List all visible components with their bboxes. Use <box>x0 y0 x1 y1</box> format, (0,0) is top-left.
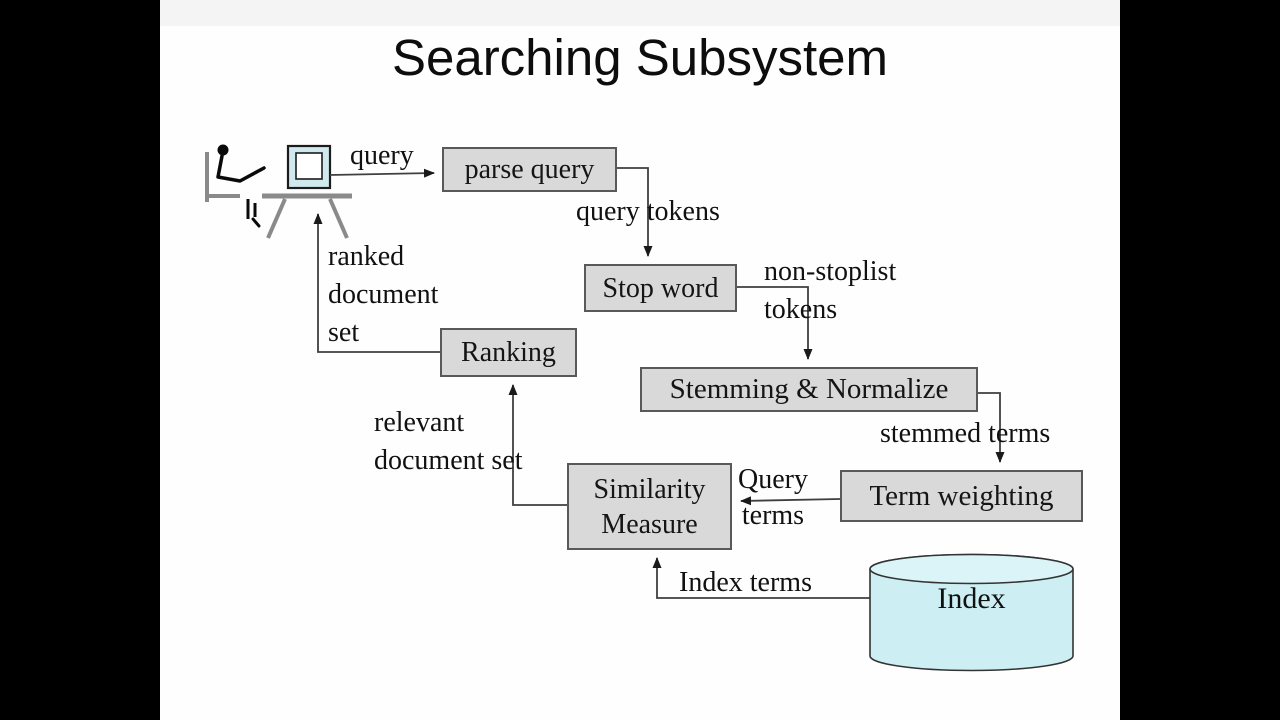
page-title: Searching Subsystem <box>391 29 889 86</box>
edge-label-ranked-document-set: ranked document set <box>328 241 439 348</box>
node-label: Term weighting <box>869 479 1054 512</box>
diagram-canvas <box>205 144 1074 672</box>
arrow-query <box>329 168 435 178</box>
letterbox-right <box>1120 0 1280 720</box>
node-label: Ranking <box>461 337 556 368</box>
arrow-index-terms <box>652 557 870 599</box>
edge-label-index-terms: Index terms <box>679 567 812 598</box>
arrow-query-terms <box>740 496 841 506</box>
slide: Searching Subsystem <box>160 0 1120 720</box>
edge-label-query-tokens: query tokens <box>576 196 720 227</box>
node-similarity-measure: Similarity Measure <box>567 463 732 550</box>
edge-label-relevant-document-set: relevant document set <box>374 407 523 476</box>
arrow-query-tokens <box>617 167 653 257</box>
node-index-label: Index <box>937 582 1006 615</box>
user-at-computer-icon <box>205 144 352 239</box>
arrow-ranked-docs <box>313 213 440 353</box>
node-ranking: Ranking <box>440 328 577 377</box>
edge-label-query-terms: Query terms <box>738 464 808 531</box>
node-label: parse query <box>464 154 595 185</box>
flow-arrows <box>313 167 1005 599</box>
monitor-icon <box>286 144 332 190</box>
arrow-non-stoplist <box>737 286 813 360</box>
slide-top-band <box>160 0 1120 26</box>
node-stop-word: Stop word <box>584 264 737 312</box>
node-label: Similarity Measure <box>593 473 706 540</box>
edge-label-stemmed-terms: stemmed terms <box>880 418 1051 449</box>
edge-label-non-stoplist-tokens: non-stoplist tokens <box>764 256 897 325</box>
node-label: Stop word <box>602 272 719 304</box>
user-icon <box>216 144 266 228</box>
node-label: Stemming & Normalize <box>669 373 949 406</box>
node-term-weighting: Term weighting <box>840 470 1083 522</box>
node-stemming-normalize: Stemming & Normalize <box>640 367 978 412</box>
arrow-relevant-docs <box>508 384 567 506</box>
desk-icon <box>262 193 352 239</box>
arrow-stemmed-terms <box>978 392 1005 463</box>
database-cylinder-icon <box>869 553 1074 672</box>
letterbox-left <box>0 0 160 720</box>
node-parse-query: parse query <box>442 147 617 192</box>
edge-label-query: query <box>350 140 414 171</box>
chair-icon <box>205 152 240 202</box>
